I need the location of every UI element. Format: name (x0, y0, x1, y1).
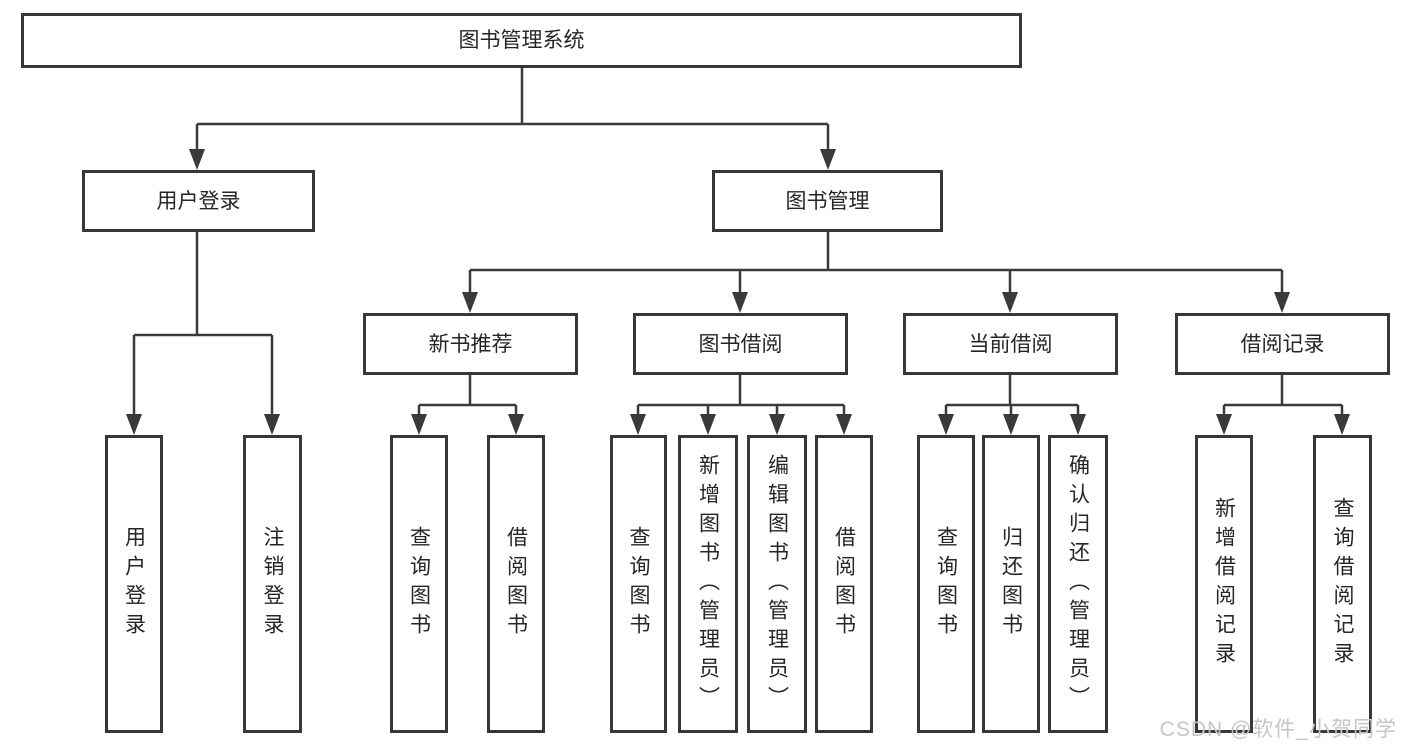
leaf-edit-books-admin: 编辑图书（管理员） (747, 435, 807, 733)
leaf-confirm-return-admin: 确认归还（管理员） (1048, 435, 1108, 733)
node-current-borrow: 当前借阅 (903, 313, 1118, 375)
leaf-recommend-borrow-books-label: 借阅图书 (504, 526, 528, 642)
node-borrow-records: 借阅记录 (1175, 313, 1390, 375)
node-current-borrow-label: 当前借阅 (968, 332, 1053, 356)
leaf-borrow-books-label: 借阅图书 (832, 526, 856, 642)
node-user-login: 用户登录 (82, 170, 315, 232)
node-new-book-recommend-label: 新书推荐 (428, 332, 513, 356)
node-borrow-records-label: 借阅记录 (1240, 332, 1325, 356)
leaf-logout-label: 注销登录 (261, 526, 284, 642)
node-book-management-label: 图书管理 (785, 189, 870, 213)
leaf-add-books-admin: 新增图书（管理员） (678, 435, 738, 733)
node-book-borrow: 图书借阅 (633, 313, 848, 375)
node-root: 图书管理系统 (21, 13, 1022, 68)
leaf-query-borrow-record: 查询借阅记录 (1313, 435, 1372, 733)
leaf-add-borrow-record: 新增借阅记录 (1195, 435, 1253, 733)
leaf-borrow-query-books-label: 查询图书 (627, 526, 650, 642)
leaf-borrow-books: 借阅图书 (815, 435, 873, 733)
leaf-return-books: 归还图书 (982, 435, 1040, 733)
leaf-recommend-borrow-books: 借阅图书 (487, 435, 545, 733)
node-new-book-recommend: 新书推荐 (363, 313, 578, 375)
leaf-user-login: 用户登录 (105, 435, 163, 733)
leaf-borrow-query-books: 查询图书 (610, 435, 667, 733)
leaf-return-books-label: 归还图书 (999, 526, 1023, 642)
node-book-management: 图书管理 (712, 170, 943, 232)
leaf-edit-books-admin-label: 编辑图书（管理员） (765, 453, 789, 715)
leaf-confirm-return-admin-label: 确认归还（管理员） (1066, 453, 1090, 715)
node-book-borrow-label: 图书借阅 (698, 332, 783, 356)
leaf-add-borrow-record-label: 新增借阅记录 (1212, 497, 1236, 671)
leaf-logout: 注销登录 (243, 435, 302, 733)
leaf-query-borrow-record-label: 查询借阅记录 (1331, 497, 1354, 671)
watermark: CSDN @软件_小贺同学 (1159, 718, 1397, 741)
leaf-add-books-admin-label: 新增图书（管理员） (696, 453, 720, 715)
leaf-recommend-query-books-label: 查询图书 (407, 526, 431, 642)
node-user-login-label: 用户登录 (156, 189, 241, 213)
leaf-recommend-query-books: 查询图书 (390, 435, 448, 733)
node-root-label: 图书管理系统 (458, 29, 585, 52)
leaf-current-query-books: 查询图书 (917, 435, 975, 733)
leaf-user-login-label: 用户登录 (122, 526, 146, 642)
leaf-current-query-books-label: 查询图书 (934, 526, 958, 642)
